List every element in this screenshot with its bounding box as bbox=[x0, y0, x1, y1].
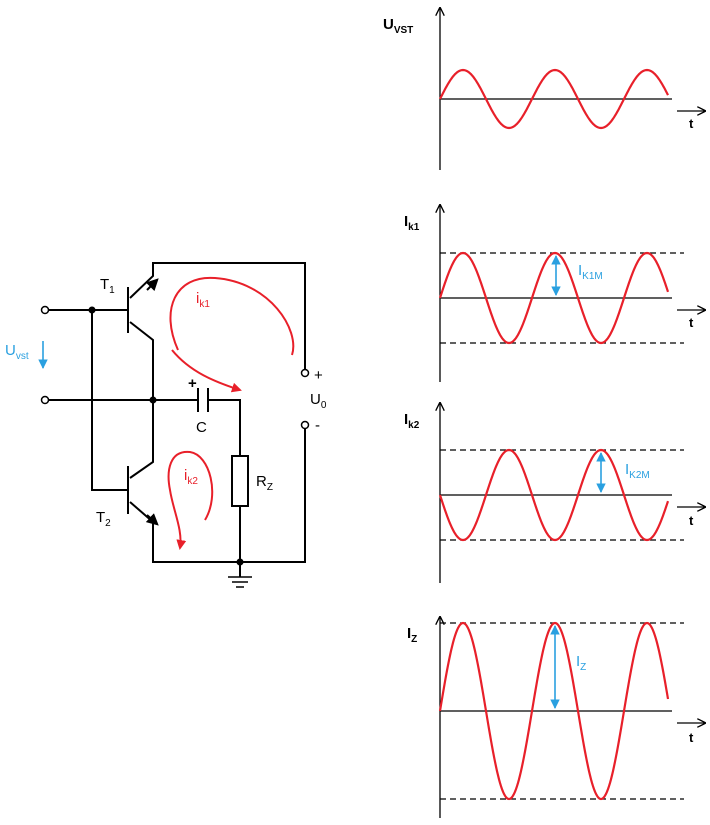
minus-label: - bbox=[315, 417, 320, 434]
capacitor-label: C bbox=[196, 419, 207, 436]
t2-label: T2 bbox=[96, 509, 111, 529]
ik1-label: ik1 bbox=[196, 290, 210, 310]
circuit: T1 T2 Uvst ik1 ik2 + C RZ U0 + - bbox=[5, 262, 327, 588]
capacitor-polarity: + bbox=[188, 375, 197, 392]
input-terminal-top bbox=[40, 305, 50, 315]
graph-ik1-ylabel: Ik1 bbox=[404, 213, 420, 233]
wire-base-tie bbox=[91, 310, 128, 491]
plus-label: + bbox=[314, 367, 323, 384]
ik2-label: ik2 bbox=[184, 467, 198, 487]
graph-ik2-waveform bbox=[438, 448, 670, 542]
graph-iz-ylabel: IZ bbox=[407, 625, 417, 645]
ik2m-label: IK2M bbox=[625, 461, 650, 481]
ground-icon bbox=[228, 576, 252, 588]
output-terminal-plus bbox=[300, 368, 310, 378]
graph-ik2-tlabel: t bbox=[689, 513, 694, 528]
iz-amp-label: IZ bbox=[576, 653, 586, 673]
graph-uvst-waveform bbox=[439, 68, 669, 130]
u0-label: U0 bbox=[310, 391, 327, 411]
ik2-current-arrow-icon bbox=[167, 450, 214, 550]
graph-uvst-tlabel: t bbox=[689, 116, 694, 131]
graph-ik2-ylabel: Ik2 bbox=[404, 411, 420, 431]
graph-ik1-waveform bbox=[438, 251, 670, 345]
transistor-t2 bbox=[127, 400, 306, 563]
capacitor-c bbox=[197, 388, 241, 456]
graph-iz-tlabel: t bbox=[689, 730, 694, 745]
ik1-current-arrow2-icon bbox=[171, 349, 242, 393]
ik1m-label: IK1M bbox=[578, 262, 603, 282]
transistor-t1 bbox=[127, 262, 306, 400]
input-terminal-bottom bbox=[40, 395, 50, 405]
graph-iz-waveform bbox=[438, 621, 670, 801]
output-terminal-minus bbox=[300, 420, 310, 430]
graph-ik1-tlabel: t bbox=[689, 315, 694, 330]
graph-uvst-ylabel: UVST bbox=[383, 16, 413, 36]
ik1-current-arrow-icon bbox=[169, 276, 295, 356]
rz-label: RZ bbox=[256, 473, 273, 493]
uvst-label: Uvst bbox=[5, 342, 29, 362]
waveform-graphs bbox=[440, 8, 705, 818]
t1-label: T1 bbox=[100, 276, 115, 296]
resistor-rz bbox=[231, 455, 249, 507]
junction-dot-ground bbox=[236, 558, 244, 566]
